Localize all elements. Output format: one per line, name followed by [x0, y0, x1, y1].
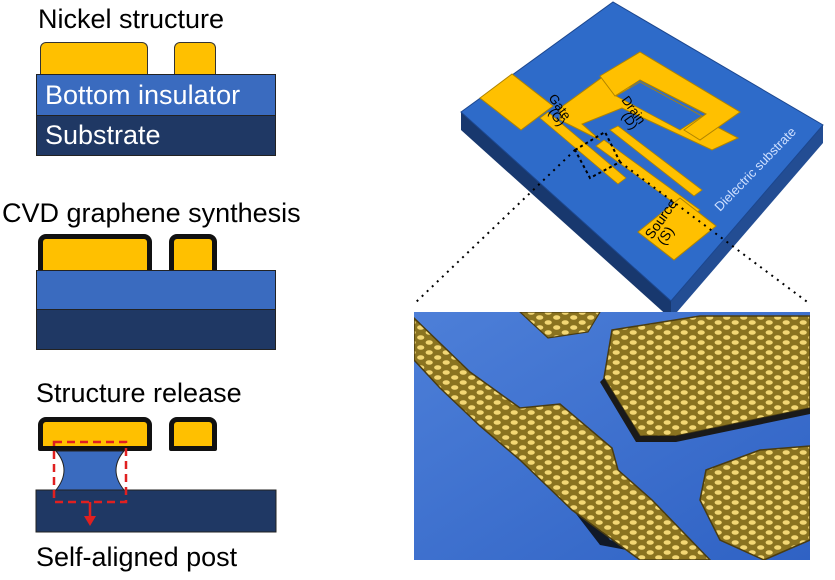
release-arrow-head	[84, 516, 96, 526]
substrate-layer: Substrate	[36, 116, 276, 156]
nickel-block-small	[174, 42, 216, 74]
source-pad	[637, 197, 717, 261]
drain-pad	[599, 51, 741, 141]
gate-pad	[479, 73, 554, 131]
graphene-nickel-large	[38, 234, 152, 270]
graphene-channel	[414, 316, 712, 560]
gate-line	[539, 111, 627, 185]
bottom-insulator-layer: Bottom insulator	[36, 74, 276, 116]
released-nickel-small	[169, 417, 217, 451]
chip-side-left	[461, 112, 671, 319]
step2-title: CVD graphene synthesis	[2, 198, 301, 228]
detail-contents	[414, 312, 810, 560]
graphene-top-piece	[519, 312, 601, 339]
released-nickel-large	[38, 417, 152, 451]
source-line-2	[609, 125, 703, 197]
zoom-line-right	[619, 161, 811, 305]
chip-side-right	[671, 125, 823, 319]
step3-caption: Self-aligned post	[36, 542, 238, 572]
substrate-layer-2	[36, 310, 276, 350]
substrate-layer-3	[35, 489, 277, 533]
step1-title: Nickel structure	[38, 4, 225, 34]
drain-inner	[615, 81, 703, 131]
step3-title: Structure release	[36, 378, 242, 408]
graphene-source-block	[699, 445, 810, 560]
insulator-layer-2	[36, 270, 276, 310]
graphene-nickel-small	[169, 234, 217, 270]
nickel-block-large	[40, 42, 148, 74]
release-highlight-box	[52, 440, 128, 504]
